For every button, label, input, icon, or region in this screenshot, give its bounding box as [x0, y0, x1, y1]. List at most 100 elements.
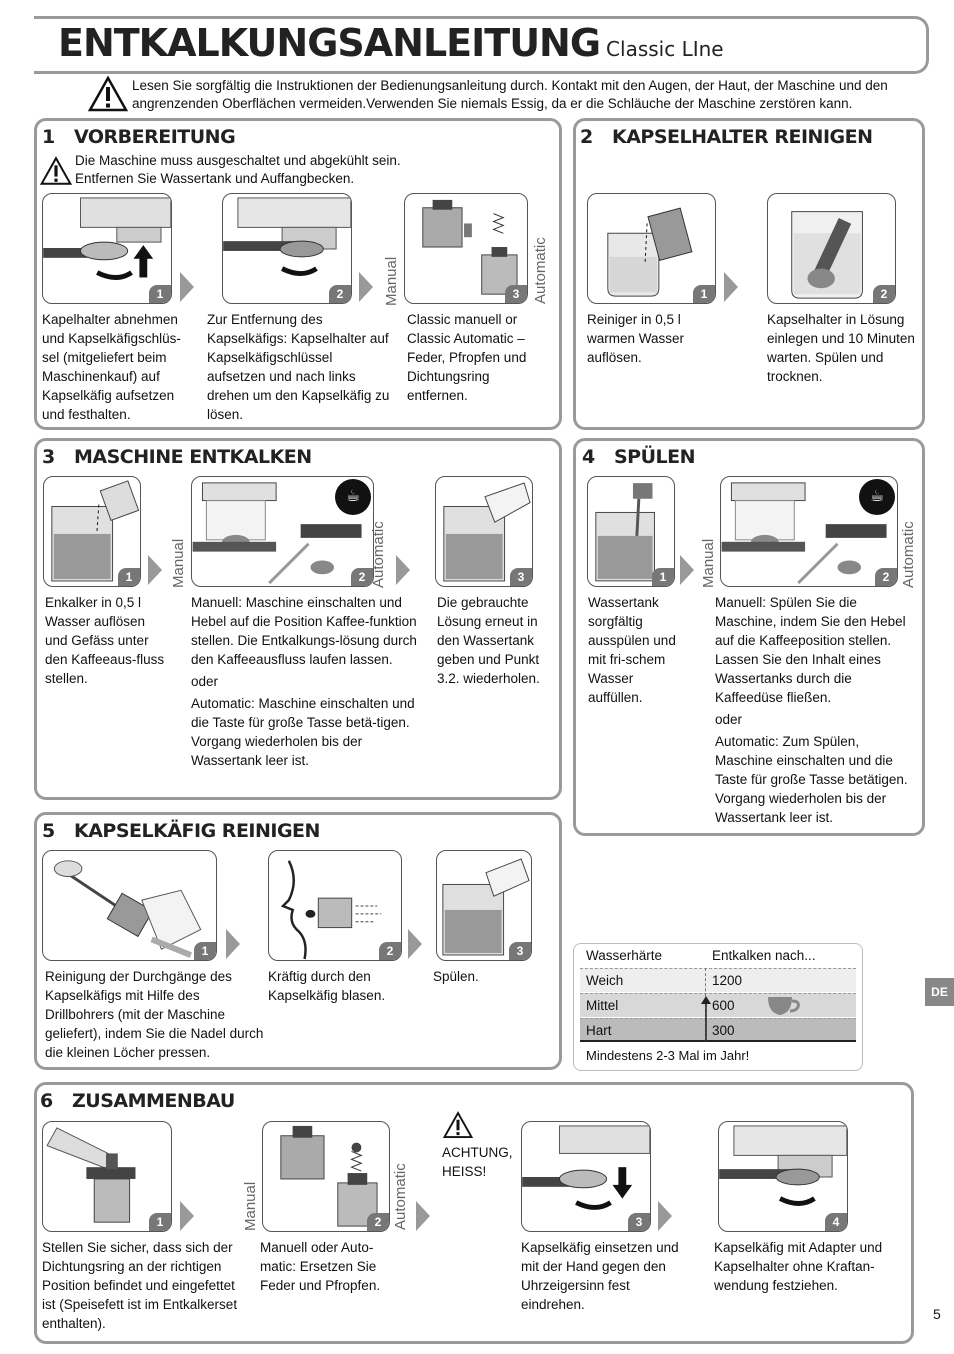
- step-number-badge: 2: [873, 285, 895, 303]
- step-number-badge: 1: [149, 285, 171, 303]
- section-1-panel: [34, 118, 562, 430]
- warning-icon: [443, 1111, 473, 1138]
- step-1-2-text: Zur Entfernung des Kapselkäfigs: Kapselh…: [207, 312, 390, 422]
- section-6-panel: [34, 1082, 914, 1344]
- cup-icon: ☕: [859, 479, 895, 515]
- step-number-badge: 2: [379, 942, 401, 960]
- step-number-badge: 1: [652, 568, 674, 586]
- next-arrow-icon: [658, 1201, 672, 1231]
- step-number-badge: 3: [505, 285, 527, 303]
- step-number-badge: 4: [825, 1213, 847, 1231]
- step-4-1-text: Wassertank sorgfältig ausspülen und mit …: [588, 595, 676, 705]
- next-arrow-icon: [180, 272, 194, 302]
- page-subtitle: Classic LIne: [606, 37, 724, 61]
- step-3-3-text: Die gebrauchte Lösung erneut in den Wass…: [437, 595, 540, 686]
- step-4-2-automatic-text: Automatic: Zum Spülen, Maschine einschal…: [715, 734, 908, 825]
- step-6-2-text: Manuell oder Auto-matic: Ersetzen Sie Fe…: [260, 1240, 381, 1293]
- step-4-2-text: Manuell: Spülen Sie die Maschine, indem …: [715, 593, 920, 827]
- language-tab: DE: [925, 978, 954, 1006]
- warning-icon: [88, 76, 128, 112]
- hardness-header: Wasserhärte Entkalken nach...: [580, 944, 856, 968]
- step-number-badge: 3: [628, 1213, 650, 1231]
- step-5-2-illustration: 2: [268, 850, 402, 961]
- water-hardness-table: [573, 943, 863, 1071]
- step-number-badge: 2: [329, 285, 351, 303]
- step-1-1-text: Kapelhalter abnehmen und Kapselkäfigschl…: [42, 312, 181, 422]
- next-arrow-icon: [408, 929, 422, 959]
- step-number-badge: 1: [693, 285, 715, 303]
- caution-hot-text: ACHTUNG, HEISS!: [442, 1145, 513, 1179]
- automatic-label: Automatic: [900, 521, 917, 588]
- next-arrow-icon: [148, 555, 162, 585]
- step-3-2-or: oder: [191, 674, 219, 689]
- step-number-badge: 2: [351, 568, 373, 586]
- step-number-badge: 3: [510, 568, 532, 586]
- step-1-2-illustration: 2: [222, 193, 352, 304]
- step-number-badge: 1: [149, 1213, 171, 1231]
- hardness-col2-header: Entkalken nach...: [712, 948, 816, 963]
- step-1-1-illustration: 1: [42, 193, 172, 304]
- hardness-row-mittel: Mittel 600: [580, 993, 856, 1017]
- step-5-3-text: Spülen.: [433, 969, 479, 984]
- next-arrow-icon: [226, 929, 240, 959]
- manual-label: Manual: [242, 1181, 259, 1231]
- step-2-1-text: Reiniger in 0,5 l warmen Wasser auflösen…: [587, 312, 685, 365]
- step-4-1-illustration: 1: [587, 476, 675, 587]
- step-3-1-illustration: 1: [43, 476, 141, 587]
- next-arrow-icon: [180, 1201, 194, 1231]
- step-number-badge: 1: [194, 942, 216, 960]
- scale-arrow-icon: [701, 996, 711, 1042]
- next-arrow-icon: [724, 272, 738, 302]
- next-arrow-icon: [680, 555, 694, 585]
- manual-label: Manual: [700, 538, 717, 588]
- step-5-3-illustration: 3: [436, 850, 532, 961]
- hardness-footer: Mindestens 2-3 Mal im Jahr!: [586, 1048, 750, 1063]
- next-arrow-icon: [396, 555, 410, 585]
- step-2-2-illustration: 2: [767, 193, 896, 304]
- step-1-3-text: Classic manuell or Classic Automatic – F…: [407, 312, 527, 403]
- step-6-3-illustration: 3: [521, 1121, 651, 1232]
- step-6-2-illustration: 2: [262, 1121, 390, 1232]
- step-number-badge: 2: [367, 1213, 389, 1231]
- cup-icon: [768, 997, 800, 1015]
- section-2-panel: [573, 118, 925, 430]
- section-4-panel: [573, 438, 925, 836]
- hardness-row-weich: Weich 1200: [580, 968, 856, 992]
- cup-icon: ☕: [335, 479, 371, 515]
- step-6-1-illustration: 1: [42, 1121, 172, 1232]
- step-5-2-text: Kräftig durch den Kapselkäfig blasen.: [268, 969, 386, 1003]
- next-arrow-icon: [359, 272, 373, 302]
- step-number-badge: 3: [509, 942, 531, 960]
- step-3-3-illustration: 3: [435, 476, 533, 587]
- step-2-1-illustration: 1: [587, 193, 716, 304]
- manual-label: Manual: [383, 256, 400, 306]
- step-3-2-automatic-text: Automatic: Maschine einschalten und die …: [191, 696, 415, 768]
- warning-icon: [40, 156, 72, 185]
- step-6-4-text: Kapselkäfig mit Adapter und Kapselhalter…: [714, 1240, 883, 1293]
- hardness-col1-header: Wasserhärte: [586, 948, 663, 963]
- page-number: 5: [933, 1306, 941, 1322]
- step-number-badge: 2: [875, 568, 897, 586]
- manual-label: Manual: [170, 538, 187, 588]
- step-4-2-or: oder: [715, 712, 743, 727]
- title-frame: [34, 16, 929, 74]
- step-3-1-text: Enkalker in 0,5 l Wasser auflösen und Ge…: [45, 595, 165, 686]
- step-3-2-illustration: ☕ 2: [191, 476, 374, 587]
- step-6-3-text: Kapselkäfig einsetzen und mit der Hand g…: [521, 1240, 679, 1312]
- section-5-panel: [34, 812, 562, 1070]
- automatic-label: Automatic: [370, 521, 387, 588]
- hardness-row-hart: Hart 300: [580, 1018, 856, 1042]
- automatic-label: Automatic: [532, 237, 549, 304]
- step-3-2-text: Manuell: Maschine einschalten und Hebel …: [191, 593, 421, 770]
- step-4-2-illustration: ☕ 2: [720, 476, 898, 587]
- top-warning-text: Lesen Sie sorgfältig die Instruktionen d…: [132, 78, 888, 111]
- step-6-1-text: Stellen Sie sicher, dass sich der Dichtu…: [42, 1240, 238, 1331]
- step-5-1-text: Reinigung der Durchgänge des Kapselkäfig…: [45, 969, 264, 1060]
